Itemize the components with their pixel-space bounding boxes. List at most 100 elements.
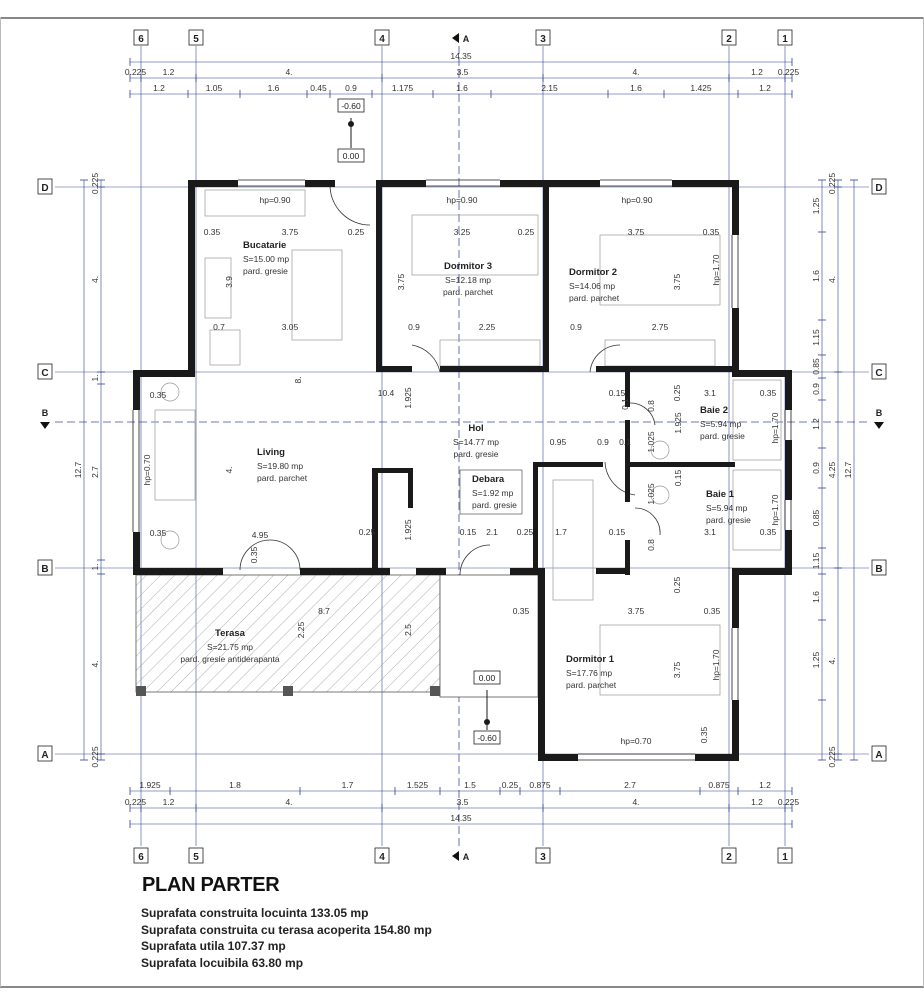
grid-bubble [374,29,390,46]
dimension-top-openings: 2.15 [541,83,558,93]
dimension-top-openings: 1.425 [690,83,712,93]
level-marker-label: -0.60 [341,101,361,111]
section-b-label: B [42,408,49,418]
furniture-outline [732,469,782,551]
exterior-wall [672,180,738,187]
interior-dimension: 0.15 [609,527,626,537]
dimension-top-axes: 3.5 [457,67,469,77]
interior-wall [372,468,412,473]
fixture-outline [160,530,180,550]
interior-dimension: 3.75 [396,273,406,290]
level-marker-label: 0.00 [479,673,496,683]
exterior-wall [785,370,792,410]
grid-bubble [37,745,53,762]
dimension-lines [80,58,858,828]
room-name: Terasa [215,628,246,639]
exterior-wall [376,180,426,187]
room-floor-finish: pard. parchet [566,680,617,690]
room-floor-finish: pard. gresie antiderapanta [180,654,280,664]
exterior-wall [732,568,790,575]
interior-wall [596,366,736,372]
interior-dimension: 3.9 [224,276,234,288]
dimension-left-axes: 4. [90,660,100,667]
dimension-top-openings: 0.45 [310,83,327,93]
interior-wall [372,468,378,573]
dimension-right-openings: 1.6 [811,591,821,603]
dimension-top-axes: 1.2 [163,67,175,77]
interior-dimension: 0.8 [646,539,656,551]
exterior-wall [785,440,792,500]
furniture-outline [552,479,594,601]
interior-dimension: 0.25 [518,227,535,237]
grid-column-label: 3 [540,34,546,45]
exterior-wall [732,180,739,235]
dimension-bottom-openings: 1.8 [229,780,241,790]
room-floor-finish: pard. parchet [569,293,620,303]
grid-row-label: C [875,368,882,379]
interior-wall [625,540,630,575]
exterior-wall [695,754,739,761]
door-swing [329,184,371,226]
dimension-top-openings: 1.2 [759,83,771,93]
interior-dimension: 3.25 [454,227,471,237]
dimension-right-axes: 4.25 [827,461,837,478]
dimension-right-openings: 1.25 [811,197,821,214]
exterior-wall [133,370,140,410]
exterior-wall [133,370,195,377]
dimension-left-axes: 2.7 [90,466,100,478]
furniture-outline [599,234,721,306]
dimension-bottom-axes: 1.2 [751,797,763,807]
interior-dimension: 3.75 [282,227,299,237]
dimension-left-axes: 4. [90,276,100,283]
door-swing [459,544,491,576]
sill-height-label: hp=0.70 [621,736,652,746]
grid-bubble [871,363,887,380]
level-marker-box [473,730,501,745]
exterior-wall [538,754,578,761]
interior-dimension: 3.75 [628,227,645,237]
room-name: Dormitor 2 [569,267,617,278]
dimension-bottom-openings: 1.5 [464,780,476,790]
furniture [154,184,782,696]
section-a-label: A [463,852,470,862]
dimension-right-openings: 1.15 [811,329,821,346]
dimension-right-openings: 1.6 [811,270,821,282]
furniture-outline [604,339,716,367]
room-floor-finish: pard. gresie [700,431,745,441]
grid-bubble [871,745,887,762]
grid-row-label: B [41,564,48,575]
grid-bubble [871,178,887,195]
interior-dimension: 3.1 [704,388,716,398]
door-swing [629,402,656,426]
interior-dimension: 2.25 [296,621,306,638]
level-marker-label: 0.00 [343,151,360,161]
grid-column-label: 1 [782,34,788,45]
door-swing [604,461,636,496]
interior-dimension: 0.9 [570,322,582,332]
room-name: Bucatarie [243,240,286,251]
sill-height-label: hp=1.70 [711,254,721,285]
interior-wall [625,462,735,467]
exterior-wall [300,568,390,575]
room-name: Baie 2 [700,405,728,416]
grid-bubble [721,847,737,864]
dimension-top-openings: 1.05 [206,83,223,93]
interior-wall [625,372,630,407]
room-name: Living [257,447,285,458]
grid-row-label: D [875,183,882,194]
room-floor-finish: pard. gresie [472,500,517,510]
room-floor-finish: pard. gresie [243,266,288,276]
interior-wall [596,568,626,574]
grid-bubble [188,29,204,46]
interior-dimension: 1.925 [403,519,413,541]
summary-line: Suprafata locuibila 63.80 mp [141,955,304,970]
interior-wall [543,180,549,372]
dimension-right-axes: 4. [827,657,837,664]
sill-height-label: hp=0.90 [260,195,291,205]
dimension-bottom-axes: 4. [632,797,639,807]
grid-bubble [871,559,887,576]
sill-height-label: hp=0.90 [622,195,653,205]
room-area: S=14.77 mp [453,437,499,447]
terrace-column [136,686,146,696]
dimension-bottom-openings: 0.875 [708,780,730,790]
